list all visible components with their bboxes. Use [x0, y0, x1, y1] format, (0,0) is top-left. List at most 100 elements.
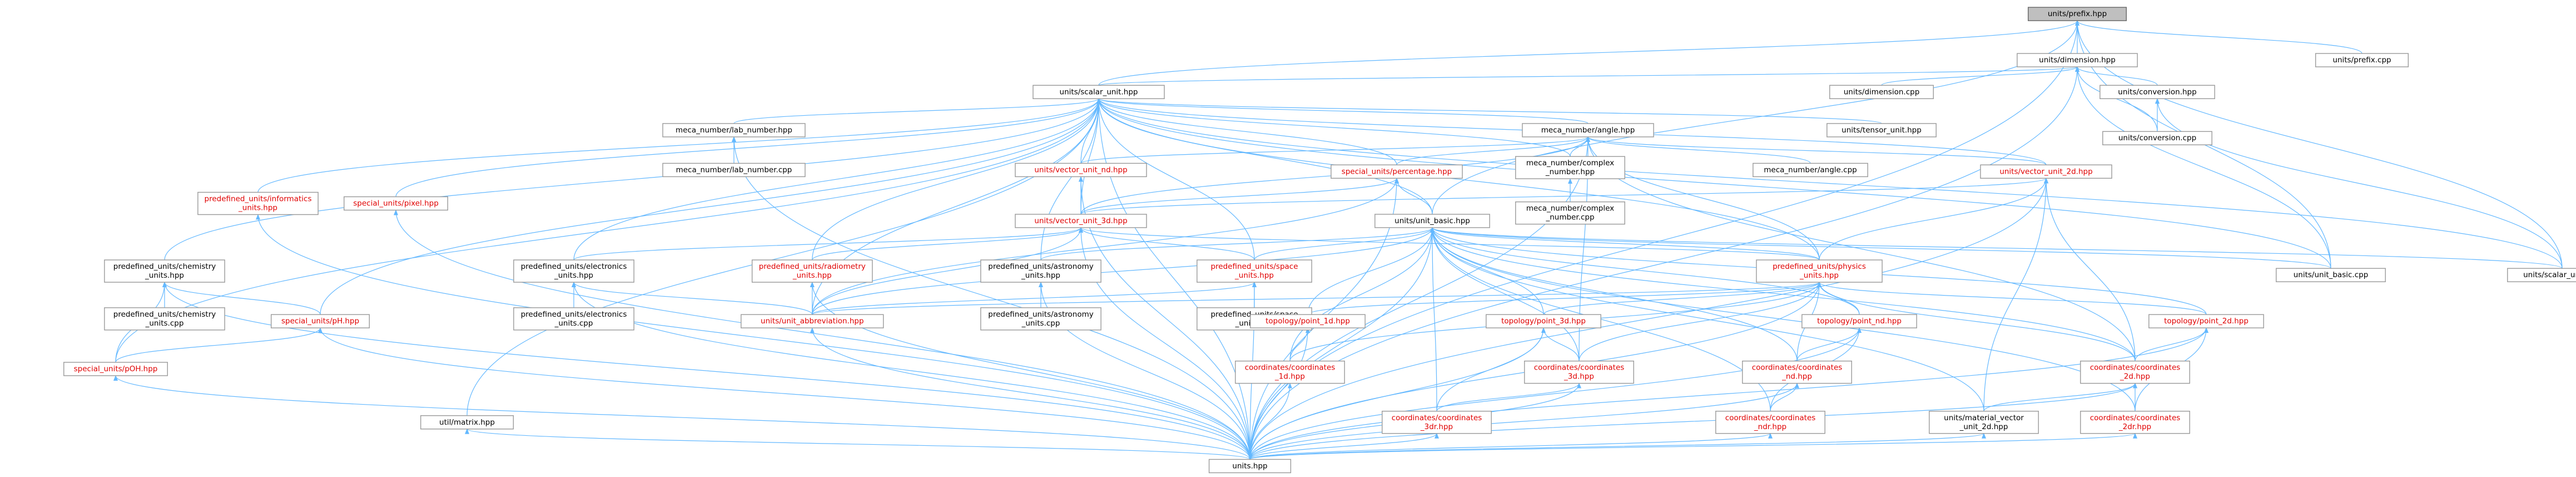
- node-point-2d[interactable]: topology/point_2d.hpp: [2148, 314, 2264, 328]
- node-ph[interactable]: special_units/pH.hpp: [271, 314, 370, 328]
- node-scalar-unit-cpp[interactable]: units/scalar_unit.cpp: [2507, 268, 2576, 282]
- node-label: _1d.hpp: [1274, 372, 1305, 381]
- node-box[interactable]: [1742, 360, 1852, 384]
- node-unit-basic[interactable]: units/unit_basic.hpp: [1374, 214, 1490, 228]
- node-box[interactable]: [980, 307, 1101, 331]
- node-astronomy-cpp[interactable]: predefined_units/astronomy_units.cpp: [980, 307, 1101, 331]
- node-lab-number[interactable]: meca_number/lab_number.hpp: [662, 123, 806, 137]
- node-box[interactable]: [1197, 259, 1312, 283]
- node-box[interactable]: [662, 123, 806, 137]
- node-pixel[interactable]: special_units/pixel.hpp: [344, 196, 448, 211]
- node-box[interactable]: [1980, 164, 2112, 179]
- node-box[interactable]: [1515, 201, 1625, 225]
- node-point-1d[interactable]: topology/point_1d.hpp: [1250, 314, 1366, 328]
- node-conversion-hpp[interactable]: units/conversion.hpp: [2099, 85, 2215, 100]
- node-poh[interactable]: special_units/pOH.hpp: [63, 362, 168, 376]
- node-coord-2dr[interactable]: coordinates/coordinates_2dr.hpp: [2080, 411, 2190, 434]
- node-box[interactable]: [1015, 214, 1147, 228]
- node-box[interactable]: [420, 415, 514, 430]
- node-physics[interactable]: predefined_units/physics_units.hpp: [1756, 259, 1883, 283]
- node-box[interactable]: [741, 314, 884, 328]
- node-coord-3d[interactable]: coordinates/coordinates_3d.hpp: [1524, 360, 1634, 384]
- node-material-vector[interactable]: units/material_vector_unit_2d.hpp: [1929, 411, 2039, 434]
- node-box[interactable]: [271, 314, 370, 328]
- node-radiometry[interactable]: predefined_units/radiometry_units.hpp: [751, 259, 873, 283]
- node-scalar-unit[interactable]: units/scalar_unit.hpp: [1033, 85, 1165, 100]
- node-box[interactable]: [2148, 314, 2264, 328]
- node-box[interactable]: [2080, 360, 2190, 384]
- node-box[interactable]: [1331, 164, 1463, 179]
- node-electronics-cpp[interactable]: predefined_units/electronics_units.cpp: [513, 307, 634, 331]
- node-units[interactable]: units.hpp: [1208, 459, 1292, 474]
- node-box[interactable]: [1235, 360, 1345, 384]
- node-dimension-cpp[interactable]: units/dimension.cpp: [1829, 85, 1934, 100]
- node-lab-number-cpp[interactable]: meca_number/lab_number.cpp: [662, 163, 806, 178]
- node-box[interactable]: [1033, 85, 1165, 100]
- node-point-3d[interactable]: topology/point_3d.hpp: [1486, 314, 1601, 328]
- node-box[interactable]: [1753, 163, 1868, 178]
- node-box[interactable]: [1801, 314, 1917, 328]
- node-percentage[interactable]: special_units/percentage.hpp: [1331, 164, 1463, 179]
- node-electronics[interactable]: predefined_units/electronics_units.hpp: [513, 259, 634, 283]
- node-box[interactable]: [1208, 459, 1292, 474]
- node-box[interactable]: [513, 259, 634, 283]
- node-unit-basic-cpp[interactable]: units/unit_basic.cpp: [2276, 268, 2386, 282]
- node-box[interactable]: [1515, 156, 1625, 179]
- node-coord-ndr[interactable]: coordinates/coordinates_ndr.hpp: [1715, 411, 1825, 434]
- node-box[interactable]: [1826, 123, 1937, 137]
- node-box[interactable]: [2102, 131, 2212, 145]
- node-box[interactable]: [751, 259, 873, 283]
- node-chemistry[interactable]: predefined_units/chemistry_units.hpp: [104, 259, 225, 283]
- node-vector-unit-2d[interactable]: units/vector_unit_2d.hpp: [1980, 164, 2112, 179]
- node-vector-unit-nd[interactable]: units/vector_unit_nd.hpp: [1015, 163, 1147, 178]
- node-box[interactable]: [1486, 314, 1601, 328]
- edge-point_nd-to-units: [1249, 327, 1862, 460]
- node-box[interactable]: [2276, 268, 2386, 282]
- node-box[interactable]: [344, 196, 448, 211]
- node-matrix[interactable]: util/matrix.hpp: [420, 415, 514, 430]
- node-box[interactable]: [2315, 53, 2409, 67]
- node-box[interactable]: [1250, 314, 1366, 328]
- node-box[interactable]: [2507, 268, 2576, 282]
- node-box[interactable]: [104, 259, 225, 283]
- node-chemistry-cpp[interactable]: predefined_units/chemistry_units.cpp: [104, 307, 225, 331]
- node-informatics[interactable]: predefined_units/informatics_units.hpp: [197, 191, 319, 215]
- node-coord-3dr[interactable]: coordinates/coordinates_3dr.hpp: [1382, 411, 1492, 434]
- node-space[interactable]: predefined_units/space_units.hpp: [1197, 259, 1312, 283]
- node-box[interactable]: [1524, 360, 1634, 384]
- node-box[interactable]: [1015, 163, 1147, 178]
- node-box[interactable]: [662, 163, 806, 178]
- node-angle[interactable]: meca_number/angle.hpp: [1522, 123, 1654, 137]
- node-astronomy[interactable]: predefined_units/astronomy_units.hpp: [980, 259, 1101, 283]
- node-conversion-cpp[interactable]: units/conversion.cpp: [2102, 131, 2212, 145]
- node-box[interactable]: [1715, 411, 1825, 434]
- node-box[interactable]: [2017, 53, 2138, 67]
- node-coord-1d[interactable]: coordinates/coordinates_1d.hpp: [1235, 360, 1345, 384]
- node-unit-abbreviation[interactable]: units/unit_abbreviation.hpp: [741, 314, 884, 328]
- node-box[interactable]: [2028, 7, 2127, 21]
- node-box[interactable]: [63, 362, 168, 376]
- node-box[interactable]: [1829, 85, 1934, 100]
- node-coord-nd[interactable]: coordinates/coordinates_nd.hpp: [1742, 360, 1852, 384]
- node-box[interactable]: [1522, 123, 1654, 137]
- node-box[interactable]: [197, 191, 319, 215]
- node-box[interactable]: [513, 307, 634, 331]
- node-box[interactable]: [104, 307, 225, 331]
- node-vector-unit-3d[interactable]: units/vector_unit_3d.hpp: [1015, 214, 1147, 228]
- node-complex-number[interactable]: meca_number/complex_number.hpp: [1515, 156, 1625, 179]
- node-point-nd[interactable]: topology/point_nd.hpp: [1801, 314, 1917, 328]
- node-box[interactable]: [2080, 411, 2190, 434]
- node-prefix-cpp[interactable]: units/prefix.cpp: [2315, 53, 2409, 67]
- node-box[interactable]: [1374, 214, 1490, 228]
- node-box[interactable]: [1756, 259, 1883, 283]
- node-box[interactable]: [1929, 411, 2039, 434]
- node-box[interactable]: [1382, 411, 1492, 434]
- node-tensor-unit[interactable]: units/tensor_unit.hpp: [1826, 123, 1937, 137]
- node-coord-2d[interactable]: coordinates/coordinates_2d.hpp: [2080, 360, 2190, 384]
- node-box[interactable]: [2099, 85, 2215, 100]
- node-complex-number-cpp[interactable]: meca_number/complex_number.cpp: [1515, 201, 1625, 225]
- node-box[interactable]: [980, 259, 1101, 283]
- node-prefix[interactable]: units/prefix.hpp: [2028, 7, 2127, 21]
- node-angle-cpp[interactable]: meca_number/angle.cpp: [1753, 163, 1868, 178]
- node-dimension[interactable]: units/dimension.hpp: [2017, 53, 2138, 67]
